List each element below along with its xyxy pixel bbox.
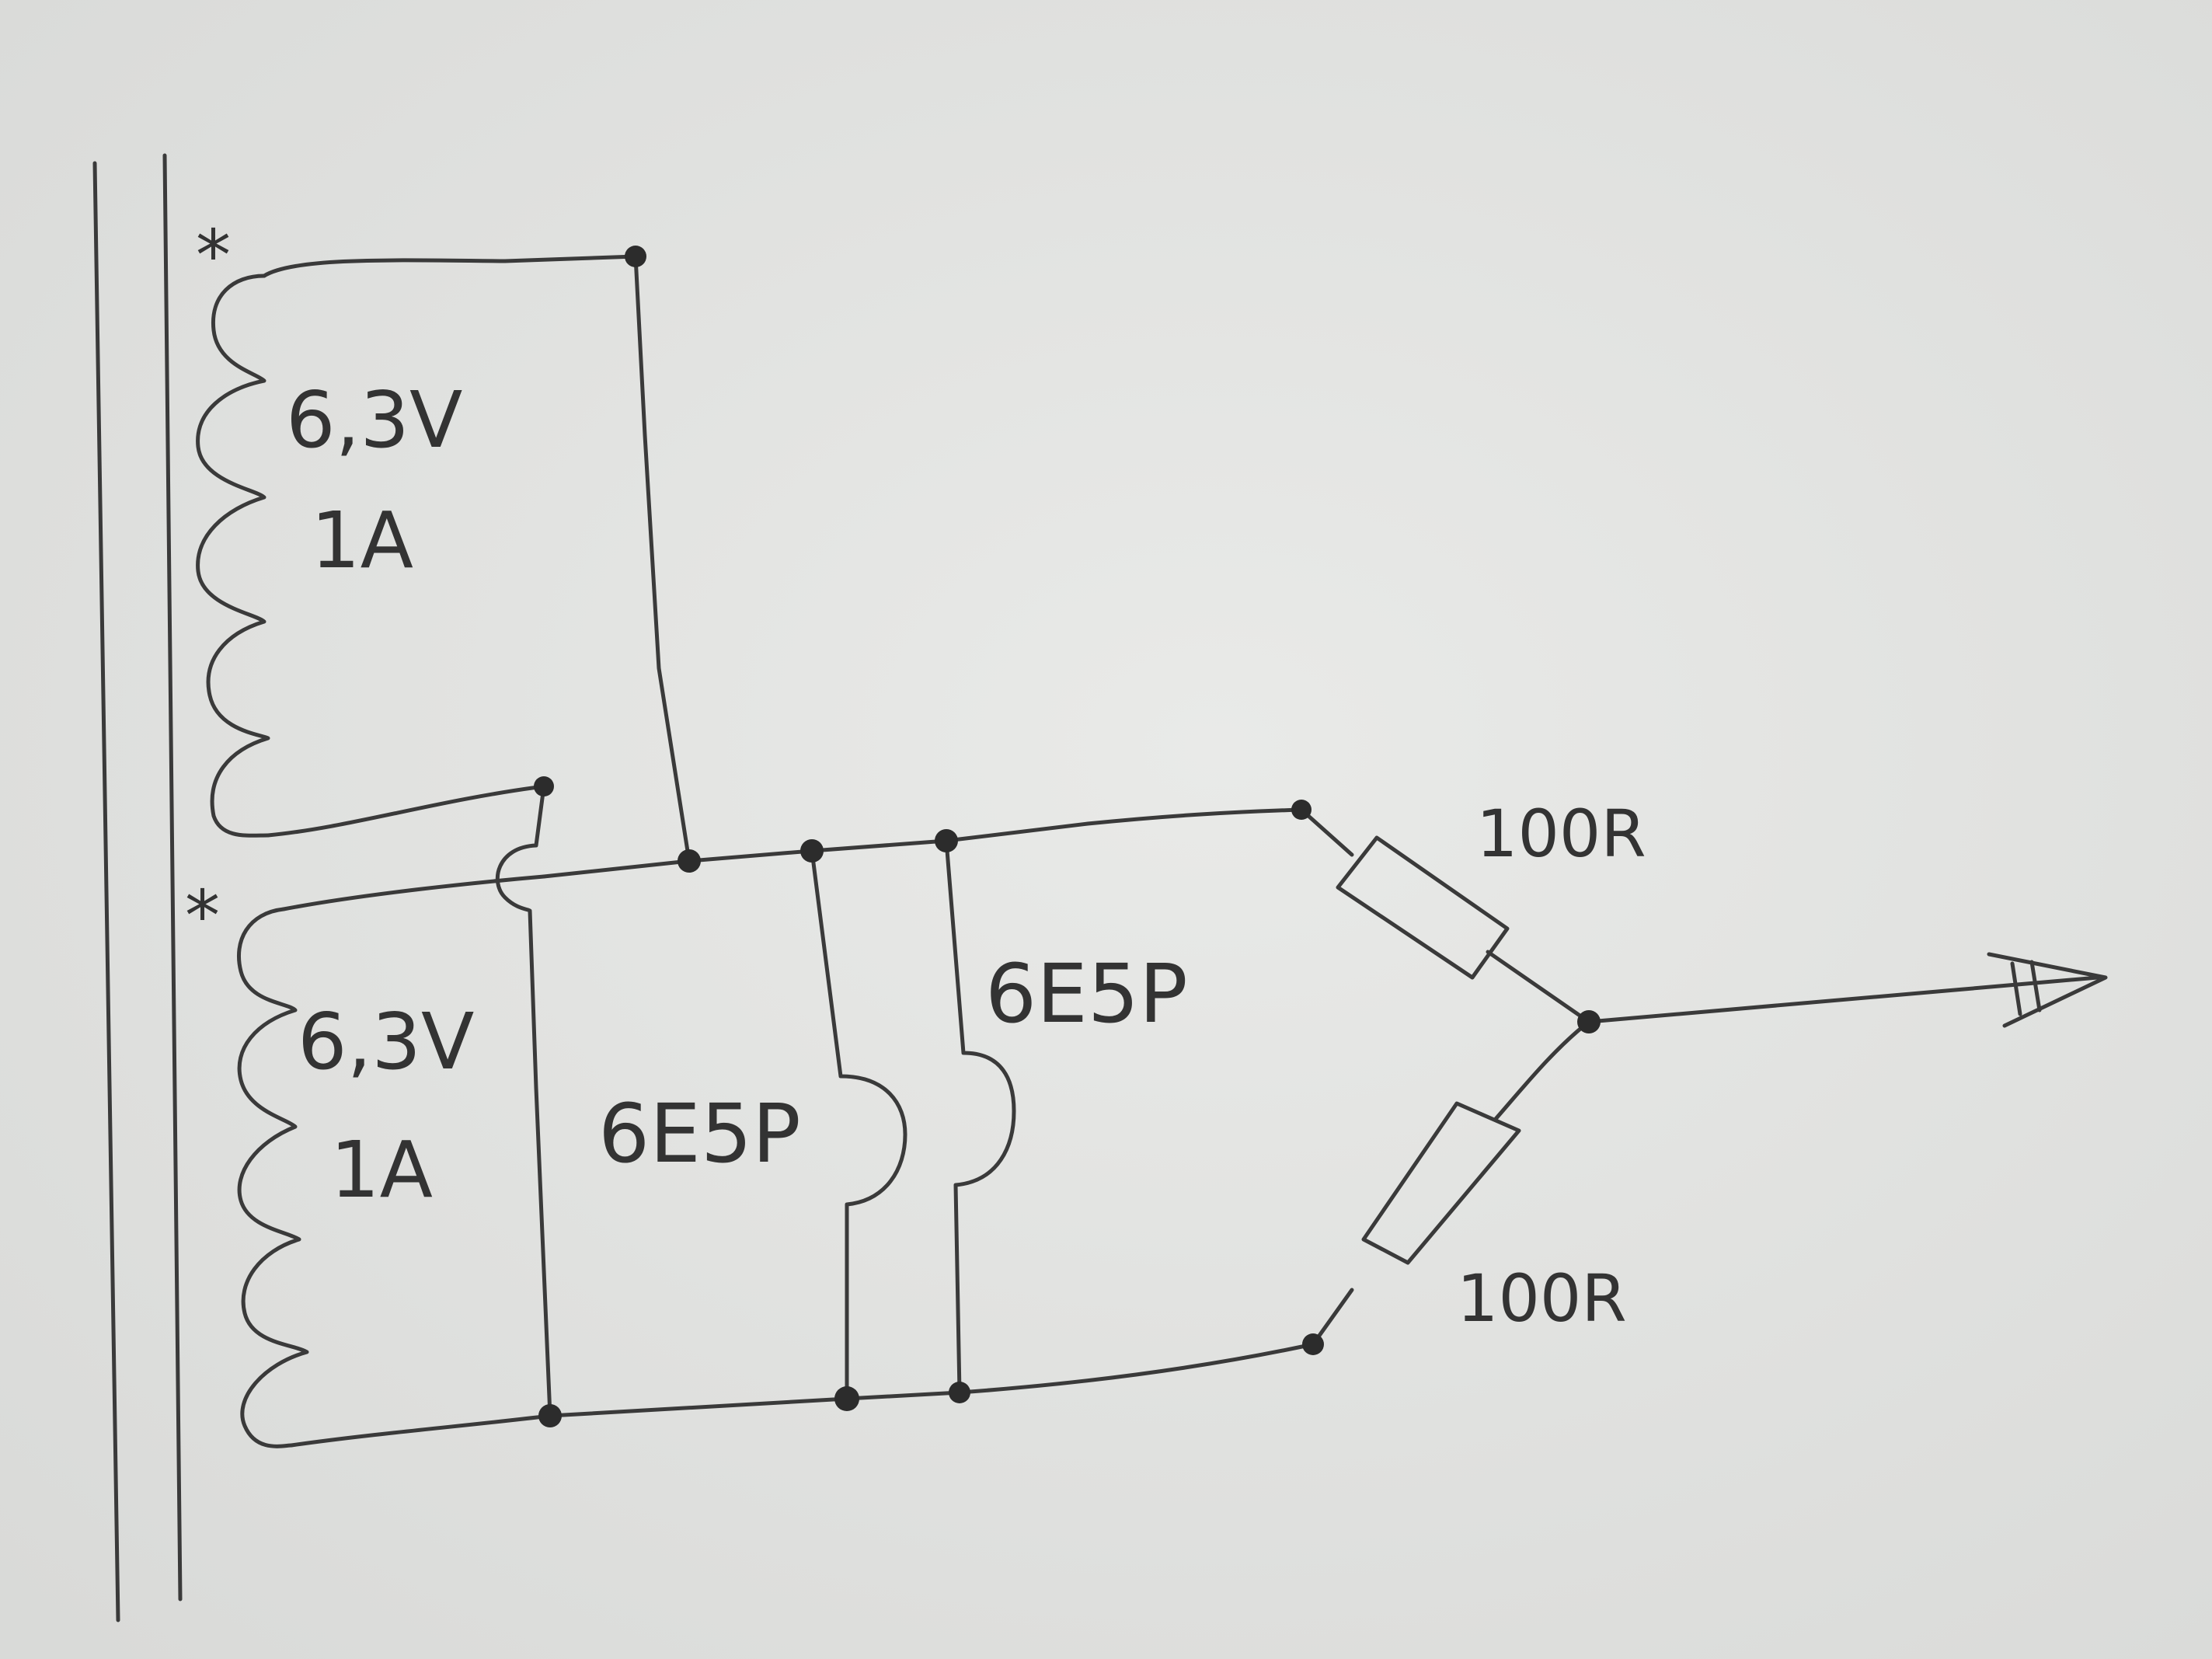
junction-dot — [800, 839, 824, 863]
resistor-top-body — [1336, 835, 1510, 980]
junction-dot — [1577, 1010, 1601, 1033]
top-bus-wire — [542, 807, 1304, 879]
jumper-hop-wire — [495, 784, 552, 1418]
top-winding-coil — [196, 274, 270, 838]
bottom-winding-upper-lead — [281, 874, 546, 911]
bottom-winding-coil — [236, 907, 309, 1448]
bottom-winding-star-mark: * — [185, 876, 220, 957]
bottom-winding-current-label: 1A — [330, 1124, 433, 1215]
junction-dot — [678, 849, 701, 873]
junction-dot — [935, 829, 958, 852]
top-winding-lower-lead — [266, 784, 546, 838]
junction-dot — [834, 1386, 859, 1411]
resistor-bottom-lead-out — [1493, 1019, 1591, 1121]
resistor-bottom-label: 100R — [1457, 1260, 1627, 1337]
junction-dot — [1302, 1333, 1324, 1355]
junction-dot — [949, 1382, 970, 1403]
top-winding-voltage-label: 6,3V — [286, 375, 462, 465]
transformer-core-line-inner — [162, 153, 183, 1601]
resistor-top-lead-out — [1486, 950, 1591, 1024]
junction-dot — [538, 1404, 562, 1427]
resistor-bottom-lead-in — [1311, 1288, 1354, 1347]
transformer-core-line-outer — [92, 161, 120, 1622]
output-arrow-head — [1987, 952, 2108, 1028]
tube-left-label: 6E5P — [598, 1086, 801, 1181]
junction-dot — [1291, 800, 1312, 820]
junction-dot — [625, 246, 646, 267]
top-winding-upper-lead — [262, 254, 638, 278]
tube-right-label: 6E5P — [985, 946, 1188, 1041]
tube-right-heater — [944, 838, 1016, 1395]
resistor-top-lead-in — [1299, 807, 1354, 857]
resistor-top-label: 100R — [1476, 796, 1646, 872]
junction-dot — [534, 776, 554, 796]
tube-left-heater — [810, 849, 907, 1401]
resistor-bottom-body — [1361, 1101, 1521, 1265]
bottom-winding-voltage-label: 6,3V — [298, 996, 474, 1087]
top-winding-current-label: 1A — [311, 495, 413, 586]
output-wire — [1587, 975, 2100, 1024]
top-winding-bus-wire — [633, 254, 691, 863]
top-winding-star-mark: * — [196, 215, 231, 297]
